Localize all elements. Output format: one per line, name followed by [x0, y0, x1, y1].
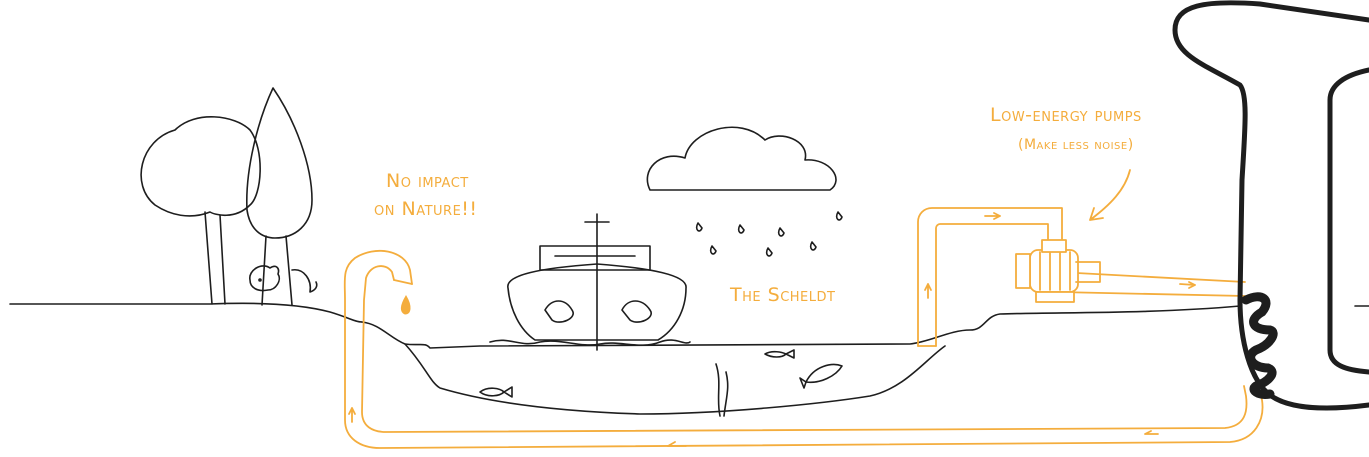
- nature-label-line2: on Nature!!: [374, 198, 478, 220]
- return-pipe: [343, 249, 1264, 449]
- pumps-note: (Make less noise): [1018, 137, 1134, 153]
- tree-icon: [140, 116, 261, 305]
- cloud-icon: [646, 126, 837, 191]
- water-drop-icon: [400, 295, 411, 315]
- raindrop-icon: [695, 211, 843, 257]
- pumps-label: Low-energy pumps: [990, 104, 1142, 126]
- tree-icon: [246, 87, 313, 306]
- pump-icon: [1015, 239, 1101, 303]
- fish-icon: [799, 363, 843, 389]
- seaweed: [715, 363, 729, 417]
- pig-icon: [249, 265, 318, 293]
- annotation-arrow: [1089, 169, 1131, 221]
- river-label: The Scheldt: [730, 284, 836, 306]
- nature-label-line1: No impact: [386, 170, 469, 192]
- screw-icon: [1172, 0, 1369, 411]
- intake-pipe: [917, 207, 1246, 347]
- landscape: [9, 302, 1369, 415]
- fish-icon: [479, 386, 513, 398]
- fish-icon: [764, 349, 795, 359]
- boat-icon: [489, 213, 691, 351]
